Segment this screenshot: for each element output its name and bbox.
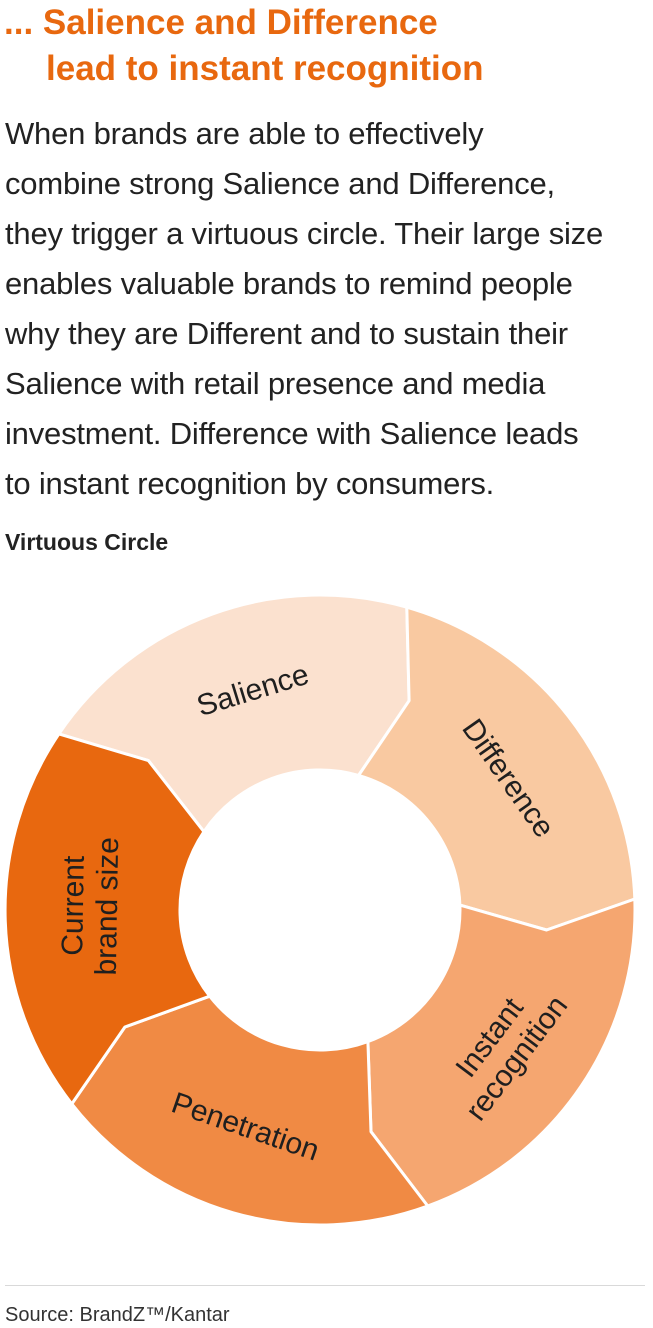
heading-line-1: ... Salience and Difference: [4, 3, 438, 42]
segment-instant-recognition: [366, 897, 637, 1208]
diagram-title: Virtuous Circle: [5, 529, 169, 555]
segment-salience: [57, 593, 411, 834]
section-heading: ... Salience and Difference lead to inst…: [4, 0, 649, 92]
source-note: Source: BrandZ™/Kantar: [5, 1304, 230, 1326]
body-line: When brands are able to effectively: [5, 116, 484, 151]
segment-difference: [357, 605, 637, 932]
heading-line-2: lead to instant recognition: [46, 49, 484, 88]
body-line: Salience with retail presence and media: [5, 366, 546, 401]
virtuous-circle-diagram: SalienceDifferenceInstantrecognitionPene…: [3, 593, 637, 1227]
segment-penetration: [70, 994, 430, 1227]
body-line: why they are Different and to sustain th…: [5, 316, 568, 351]
body-line: combine strong Salience and Difference,: [5, 166, 555, 201]
body-line: they trigger a virtuous circle. Their la…: [5, 216, 604, 251]
segment-label-line: brand size: [90, 837, 125, 976]
segment-current-brand-size: [3, 732, 212, 1106]
body-paragraph: When brands are able to effectively comb…: [5, 109, 653, 509]
body-line: enables valuable brands to remind people: [5, 266, 573, 301]
footer-divider: [5, 1285, 645, 1286]
body-line: to instant recognition by consumers.: [5, 466, 495, 501]
body-line: investment. Difference with Salience lea…: [5, 416, 579, 451]
segment-label-line: Current: [56, 855, 91, 956]
